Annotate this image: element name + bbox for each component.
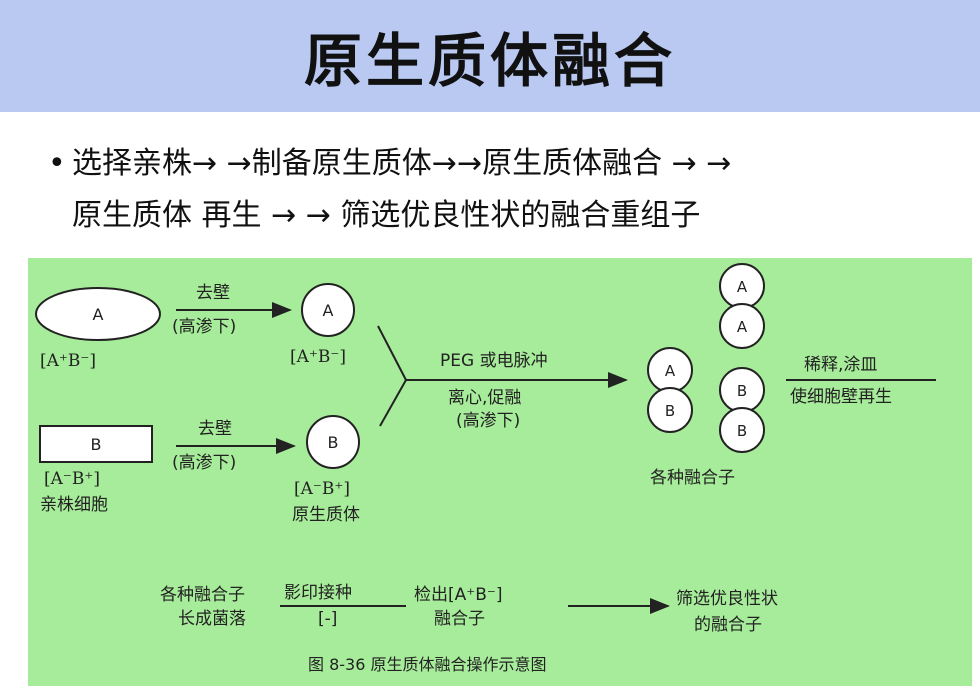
protoplast-a-genotype: [A⁺B⁻]	[290, 347, 346, 367]
fusant-ab-bottom-cell	[647, 387, 693, 433]
detect-label: 检出[A⁺B⁻]	[414, 585, 503, 605]
diagram-svg: A [A⁺B⁻] B [A⁻B⁺] 亲株细胞 去壁 (高渗下) 去壁 (高渗下)…	[35, 263, 936, 674]
bottom-start-line-2: 长成菌落	[178, 609, 246, 629]
fusant-bb-bottom-label: B	[737, 422, 747, 440]
parent-a-cell	[35, 287, 161, 341]
fusant-bb-top-label: B	[737, 382, 747, 400]
detect-fusant-label: 融合子	[434, 609, 485, 629]
bullet-line-1-text: 选择亲株→ →制备原生质体→→原生质体融合 → →	[72, 146, 732, 181]
wall-removal-bottom-label: 去壁	[198, 419, 232, 439]
title-bar: 原生质体融合	[0, 0, 980, 112]
bottom-end-line-2: 的融合子	[694, 615, 762, 635]
parent-cells-caption: 亲株细胞	[40, 495, 108, 515]
parent-a-genotype: [A⁺B⁻]	[40, 351, 96, 371]
regen-wall-label: 使细胞壁再生	[790, 386, 892, 407]
bottom-end-line-1: 筛选优良性状	[676, 589, 778, 609]
bullet-line-1: •选择亲株→ →制备原生质体→→原生质体融合 → →	[48, 138, 968, 190]
wall-removal-top-cond: (高渗下)	[172, 317, 236, 337]
fusant-aa-bottom-label: A	[737, 318, 748, 336]
merge-line-bottom	[379, 379, 407, 427]
parent-b-label: B	[91, 435, 102, 454]
fusion-diagram: A [A⁺B⁻] B [A⁻B⁺] 亲株细胞 去壁 (高渗下) 去壁 (高渗下)…	[28, 258, 972, 686]
protoplast-a-label: A	[323, 301, 334, 320]
fusion-centrifuge-label: 离心,促融	[448, 388, 521, 408]
fusion-cond-label: (高渗下)	[456, 411, 520, 431]
replica-plating-label: 影印接种	[284, 583, 352, 603]
parent-b-cell	[39, 425, 153, 463]
protoplast-b	[306, 415, 360, 469]
fusion-method-label: PEG 或电脉冲	[440, 351, 548, 371]
protoplast-b-genotype: [A⁻B⁺]	[294, 479, 350, 499]
fusants-caption: 各种融合子	[650, 468, 735, 488]
bullet-text: •选择亲株→ →制备原生质体→→原生质体融合 → → 原生质体 再生 → → 筛…	[48, 138, 968, 242]
protoplast-caption: 原生质体	[292, 505, 360, 525]
fusant-bb-bottom-cell	[719, 407, 765, 453]
parent-a-label: A	[93, 305, 104, 324]
protoplast-b-label: B	[328, 433, 339, 452]
replica-plating-medium: [-]	[318, 609, 337, 629]
page-title: 原生质体融合	[303, 27, 676, 95]
fusant-ab-top-label: A	[665, 362, 676, 380]
bottom-start-line-1: 各种融合子	[160, 585, 245, 605]
parent-b-genotype: [A⁻B⁺]	[44, 469, 100, 489]
fusant-ab-bottom-label: B	[665, 402, 675, 420]
bullet-dot: •	[48, 146, 66, 181]
protoplast-a	[301, 283, 355, 337]
fusant-aa-top-label: A	[737, 278, 748, 296]
fusant-aa-bottom-cell	[719, 303, 765, 349]
bullet-line-2: 原生质体 再生 → → 筛选优良性状的融合重组子	[72, 198, 701, 233]
regen-dilute-label: 稀释,涂皿	[804, 355, 877, 375]
wall-removal-top-label: 去壁	[196, 283, 230, 303]
figure-caption: 图 8-36 原生质体融合操作示意图	[308, 655, 547, 674]
merge-line-top	[377, 325, 407, 381]
wall-removal-bottom-cond: (高渗下)	[172, 453, 236, 473]
